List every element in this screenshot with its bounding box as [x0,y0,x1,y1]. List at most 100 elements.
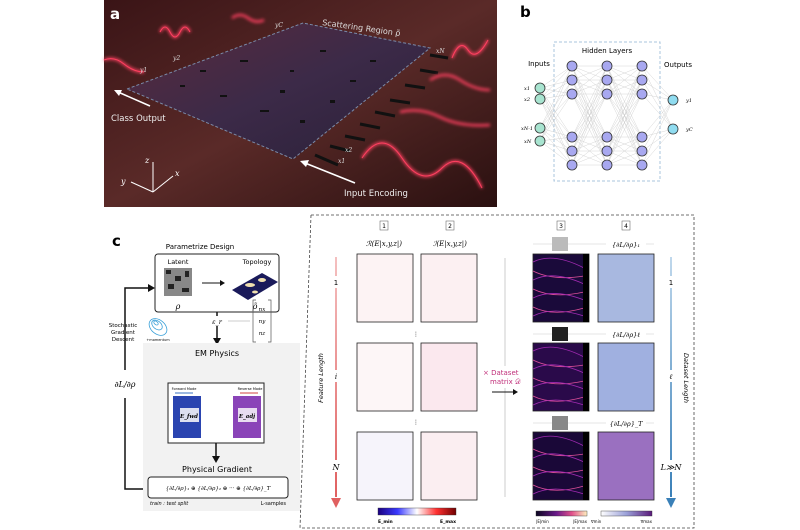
real-field-header: ℛ(E|x,y,z|) [366,240,402,248]
nn-edge [571,65,608,95]
gradient-colorbar [600,510,653,517]
column-number: 2 [448,223,452,230]
column-number: 4 [624,223,628,230]
topology-label: Topology [242,258,272,266]
nn-edge [606,136,643,166]
nn-edge [539,127,573,166]
field-colorbar [377,507,457,516]
nn-edge [539,65,573,129]
axes-triad-icon [130,162,174,193]
nn-node [601,159,613,171]
e-forward-label: E_fwd [179,414,198,420]
field-ray [532,364,585,374]
input-image-thumbnail [552,237,568,251]
label-bg [606,326,646,342]
input-xn: xN [436,48,445,55]
nn-node [534,135,546,147]
field-ray [532,448,585,457]
outputs-label: Outputs [664,61,692,69]
colorbar-max: E_max [440,519,456,525]
output-node-label: y1 [685,98,692,104]
tick-bg [657,460,685,472]
loop-arrow-icon [148,284,155,292]
nn-edge [571,65,608,138]
real-field-map [356,253,414,323]
vector-nz: nz [259,331,266,337]
ellipsis: ⋮ [413,331,419,338]
dataset-matrix-label: matrix 𝒟 [490,378,521,386]
field-ray [532,257,585,269]
nn-node [566,88,578,100]
axis-y-label: y [120,177,126,186]
nn-edge [641,128,674,166]
field-ray [532,359,585,368]
feature-tick: N [332,463,341,472]
nn-edge [539,98,573,138]
imag-field-header: ℐ(E|x,y,z|) [433,240,467,248]
real-field-map [356,342,414,412]
sgd-label: Gradient [111,330,136,336]
label-bg [606,236,646,252]
nn-edge [539,98,573,166]
nn-node [601,74,613,86]
loss-gradient-label: ∂L/∂ρ [115,380,136,389]
feature-length-label: Feature Length [317,353,325,403]
waveguide-strip [583,343,589,411]
input-node-label: x2 [524,97,530,103]
nn-edge [539,87,573,166]
nn-edge [641,128,674,152]
axis-z-label: z [144,156,150,165]
topology-image [232,273,278,300]
nn-node [534,82,546,94]
tick-bg [329,460,343,472]
nn-edge [571,79,608,166]
scattering-holes [180,50,376,123]
tick-bg [329,276,343,288]
field-ray [532,382,585,390]
feature-tick: 1 [334,279,338,287]
nn-node [566,131,578,143]
input-node-label: xN-1 [521,126,533,132]
nn-edge [641,65,674,130]
colorbar-max: |E|max [573,519,588,524]
column-number-box [379,220,389,231]
dataset-arrow-head-icon [666,498,676,508]
colorbar-min: E_min [378,519,393,525]
nn-node [601,88,613,100]
field-ray [532,346,585,358]
column-number-box [621,220,631,231]
nn-node [636,60,648,72]
column-number-box [445,220,455,231]
field-ray [532,466,585,474]
nn-node [566,74,578,86]
output-y1: y1 [139,67,147,74]
feature-arrow-head-icon [331,498,341,508]
nn-node [601,60,613,72]
nn-edge [539,140,573,166]
neural-network [534,60,679,171]
zoom-dashed-box [300,214,695,529]
arrow-icon [202,280,225,286]
latent-noise-pattern [166,270,189,292]
field-ray [532,377,585,385]
nn-edge [606,65,643,152]
input-image-thumbnail [552,416,568,430]
permittivity-label: ε_r [212,318,223,326]
colorbar-min: |E|min [536,519,549,524]
nn-edge [641,99,674,152]
nn-node [534,122,546,134]
dataset-length-label: Dataset Length [682,353,690,403]
panel-c-label: c [112,232,121,250]
gradient-sum-formula: {∂L/∂ρ}₁ ⊕ {∂L/∂ρ}₂ ⊕ ··· ⊕ {∂L/∂ρ}_T [166,486,271,492]
nn-edge [539,93,573,142]
field-ray [532,435,585,447]
forward-mode-label: Forward Mode [172,387,197,391]
down-arrow-icon [213,338,221,345]
tick-bg [663,276,679,288]
field-ray [532,288,585,296]
hidden-layers-label: Hidden Layers [582,47,633,55]
right-arrow-icon [492,389,518,395]
nn-edge [606,79,643,166]
